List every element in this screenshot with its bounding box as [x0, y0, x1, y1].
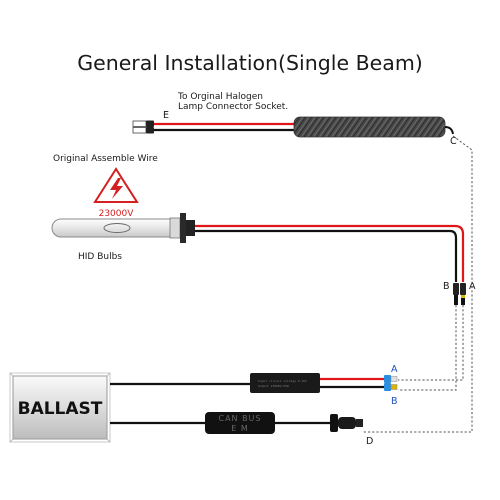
spade-terminal-red	[132, 120, 147, 127]
halogen-connector-label-line2: Lamp Connector Socket.	[178, 102, 288, 112]
halogen-connector-wires	[132, 116, 446, 138]
letter-c: C	[450, 136, 457, 147]
canbus-label: CAN BUS	[218, 414, 261, 423]
decoder-output-wires	[320, 377, 384, 389]
decoder-spec-line2: Output 23000V/35W	[258, 384, 289, 388]
ballast-connector-a	[384, 375, 398, 383]
warning-triangle-icon	[93, 167, 139, 203]
inline-decoder-box	[250, 373, 320, 393]
high-voltage-icon	[110, 178, 123, 199]
letter-b-ballast: B	[391, 396, 398, 407]
page-title: General Installation(Single Beam)	[77, 51, 423, 75]
canbus-decoder	[205, 412, 363, 434]
bulb-connector-a	[460, 283, 466, 305]
hid-bulb	[51, 213, 195, 243]
ballast-box	[9, 372, 111, 443]
hid-bulb-label: HID Bulbs	[78, 252, 122, 262]
letter-d: D	[366, 436, 373, 447]
ballast-label: BALLAST	[18, 399, 103, 419]
halogen-connector-label-line1: To Orginal Halogen	[177, 92, 263, 102]
letter-b-bulb: B	[443, 281, 450, 292]
voltage-label: 23000V	[99, 209, 135, 219]
original-wire-label: Original Assemble Wire	[53, 154, 158, 164]
bulb-wires	[195, 224, 465, 282]
bulb-connector-b	[453, 283, 459, 305]
connection-dashed-lines	[363, 135, 473, 433]
decoder-spec-line1: Input circuit voltage 9-16V	[258, 379, 307, 383]
braided-sleeve	[293, 116, 446, 138]
spade-terminal-black	[132, 127, 147, 134]
ballast-connector-b	[384, 383, 398, 391]
sleeve-tail-wire	[444, 126, 454, 135]
letter-e: E	[163, 110, 169, 121]
canbus-sub-label: E M	[231, 424, 249, 433]
ballast-wires	[110, 382, 250, 425]
letter-a-ballast: A	[391, 364, 398, 375]
